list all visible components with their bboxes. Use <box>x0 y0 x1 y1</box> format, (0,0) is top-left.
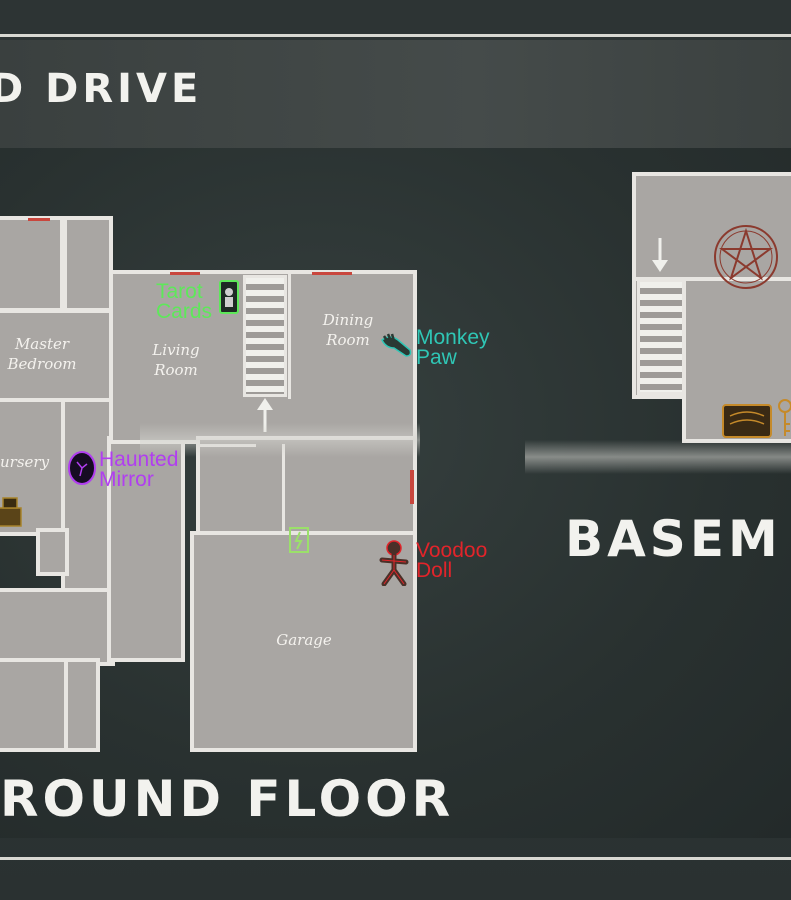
fuse-box-icon[interactable] <box>288 526 310 554</box>
label-garage: Garage <box>276 631 332 649</box>
room-left-lower <box>0 588 115 666</box>
wall-dining <box>288 274 291 399</box>
basement-fog <box>525 440 791 474</box>
label-haunted-mirror: Haunted Mirror <box>99 448 179 491</box>
label-monkey-paw: Monkey Paw <box>416 326 490 369</box>
basement-label: BASEM <box>565 510 782 568</box>
stairs-down-arrow-icon <box>652 238 668 272</box>
tarot-card-icon[interactable] <box>219 280 239 314</box>
room-left-bottom <box>0 658 72 752</box>
label-living-room: Living Room <box>152 341 200 379</box>
key-icon[interactable] <box>776 398 791 438</box>
hallway-left <box>61 398 115 596</box>
room-closet <box>63 216 113 314</box>
nook <box>36 528 69 576</box>
pentagram-icon[interactable] <box>712 223 780 291</box>
room-left-top <box>0 216 64 314</box>
ouija-board-icon[interactable] <box>722 404 772 438</box>
wall-garage-top <box>194 532 244 535</box>
label-tarot-cards: Tarot Cards <box>156 280 213 323</box>
fog-band <box>140 423 420 457</box>
map-title: D DRIVE <box>0 66 203 112</box>
label-voodoo-doll: Voodoo Doll <box>416 539 488 582</box>
label-master-bedroom: Master Bedroom <box>7 335 77 373</box>
voodoo-doll-icon[interactable] <box>374 538 414 586</box>
label-nursery: ursery <box>0 453 50 471</box>
wall-garage-top-2 <box>268 532 413 535</box>
door-top-left <box>28 218 50 221</box>
wall-bedroom-top <box>0 310 109 313</box>
ground-stairs <box>243 275 287 397</box>
door-side <box>410 470 414 504</box>
ground-floor-label: ROUND FLOOR <box>0 770 455 828</box>
room-bath <box>64 658 100 752</box>
wall-nursery-top <box>0 398 65 401</box>
top-border <box>0 34 791 37</box>
header-band <box>0 40 791 148</box>
hallway-center <box>107 436 185 662</box>
label-dining-room: Dining Room <box>322 311 374 349</box>
mirror-icon[interactable] <box>67 450 97 486</box>
wall-hall-2 <box>282 444 285 534</box>
monkey-paw-icon[interactable] <box>380 330 414 360</box>
basement-stairs <box>637 279 685 395</box>
music-box-icon[interactable] <box>0 496 24 528</box>
door-dining <box>312 272 352 275</box>
door-living <box>170 272 200 275</box>
bottom-border <box>0 857 791 860</box>
room-master-bedroom[interactable] <box>0 308 113 406</box>
room-garage[interactable] <box>190 531 417 752</box>
